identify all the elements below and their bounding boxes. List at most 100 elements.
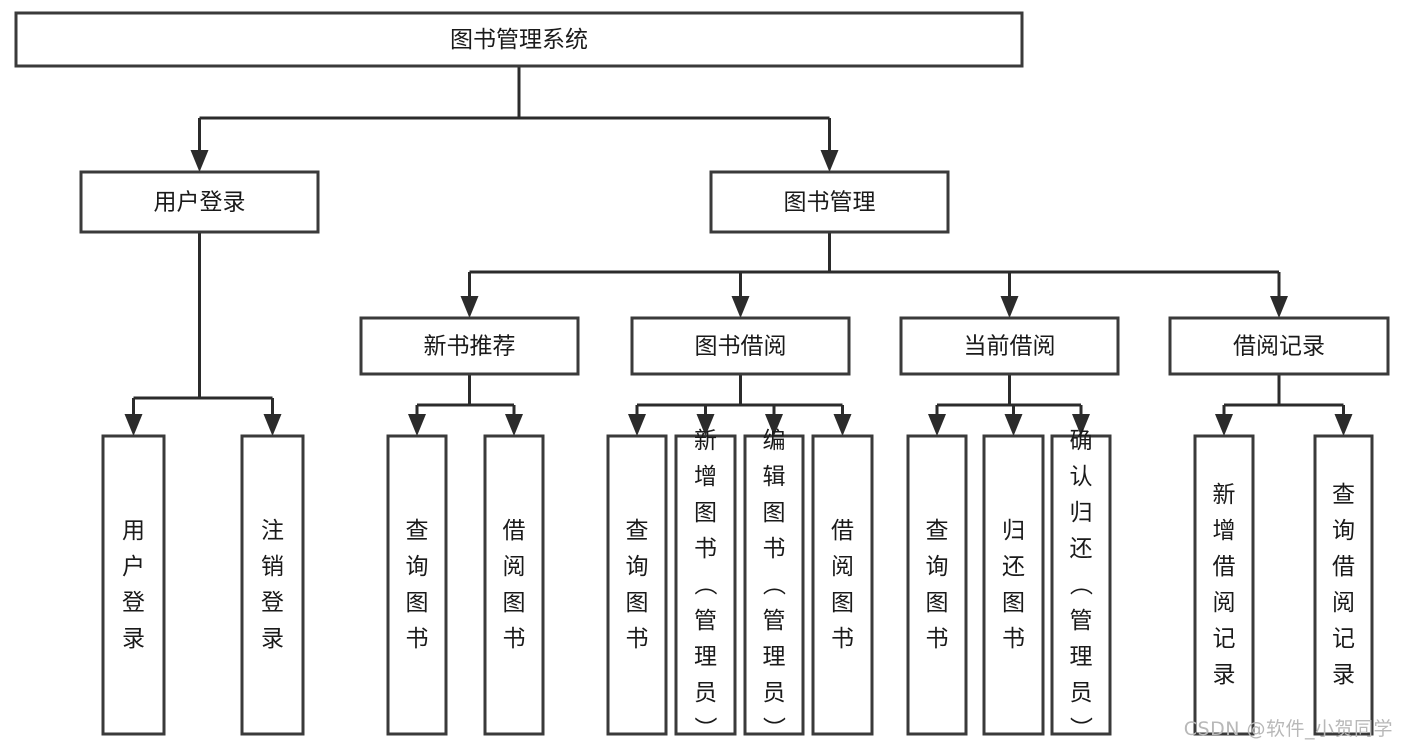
leaf-label-char: 用	[122, 518, 145, 544]
node-box[interactable]	[811, 434, 874, 736]
leaf-label-char: 阅	[503, 554, 526, 580]
leaf-label-char: 借	[831, 518, 854, 544]
leaf-label-char: ）	[1067, 717, 1093, 740]
leaf-label-char: 员	[1070, 680, 1093, 706]
leaf-label-char: 书	[831, 626, 854, 652]
leaf-label-char: 图	[503, 590, 526, 616]
leaf-label-char: 阅	[1332, 590, 1355, 616]
node-box[interactable]	[79, 170, 320, 234]
leaf-label-char: 查	[926, 518, 949, 544]
node-box[interactable]	[359, 316, 580, 376]
node-layer: 图书管理系统用户登录图书管理新书推荐图书借阅当前借阅借阅记录用户登录注销登录查询…	[14, 11, 1390, 740]
node-box[interactable]	[101, 434, 166, 736]
node-box[interactable]	[982, 434, 1045, 736]
level3-node-3[interactable]: 借阅记录	[1168, 316, 1390, 376]
node-box[interactable]	[906, 434, 968, 736]
level3-node-0[interactable]: 新书推荐	[359, 316, 580, 376]
node-label: 当前借阅	[964, 334, 1056, 360]
arrow-head	[263, 414, 282, 436]
arrow-head	[731, 296, 750, 318]
arrow-head	[1334, 414, 1353, 436]
leaf-label-char: 图	[694, 500, 717, 526]
leaf-label-char: 员	[763, 680, 786, 706]
leaf-label-char: 新	[1213, 482, 1236, 508]
node-box[interactable]	[674, 434, 737, 736]
arrow-head	[628, 414, 646, 436]
node-box[interactable]	[630, 316, 851, 376]
node-box[interactable]	[483, 434, 545, 736]
level3-node-2[interactable]: 当前借阅	[899, 316, 1120, 376]
leaf-label-char: 确	[1070, 428, 1093, 454]
leaf-label-char: 借	[1332, 554, 1355, 580]
leaf-label-char: 书	[406, 626, 429, 652]
leaf-label-char: 书	[763, 536, 786, 562]
leaf-label-char: 归	[1002, 518, 1025, 544]
leaf-label-char: 管	[694, 608, 717, 634]
leaf-label-char: 阅	[1213, 590, 1236, 616]
node-box[interactable]	[743, 434, 805, 736]
level2-node-1[interactable]: 图书管理	[709, 170, 950, 234]
leaf-label-char: 记	[1332, 626, 1355, 652]
node-box[interactable]	[1168, 316, 1390, 376]
leaf-label-char: 登	[122, 590, 145, 616]
leaf-label-char: 查	[626, 518, 649, 544]
leaf-label-char: 管	[1070, 608, 1093, 634]
leaf-label-char: 还	[1070, 536, 1093, 562]
edge-layer	[124, 66, 1353, 436]
leaf-label-char: 图	[926, 590, 949, 616]
leaf-label-char: 增	[1213, 518, 1236, 544]
leaf-label-char: 员	[694, 680, 717, 706]
leaf-label-char: 书	[626, 626, 649, 652]
leaf-label-char: 查	[406, 518, 429, 544]
node-box[interactable]	[606, 434, 668, 736]
arrow-head	[820, 150, 839, 172]
node-box[interactable]	[386, 434, 448, 736]
arrow-head	[833, 414, 852, 436]
node-label: 图书借阅	[695, 334, 787, 360]
node-label: 用户登录	[154, 190, 246, 216]
leaf-label-char: 记	[1213, 626, 1236, 652]
node-box[interactable]	[709, 170, 950, 234]
node-box[interactable]	[1193, 434, 1255, 736]
node-box[interactable]	[240, 434, 305, 736]
leaf-label-char: 询	[406, 554, 429, 580]
node-box[interactable]	[1313, 434, 1374, 736]
level3-node-1[interactable]: 图书借阅	[630, 316, 851, 376]
leaf-label-char: 管	[763, 608, 786, 634]
node-box[interactable]	[899, 316, 1120, 376]
node-label: 图书管理	[784, 190, 876, 216]
leaf-label-char: 阅	[831, 554, 854, 580]
leaf-label-char: 询	[1332, 518, 1355, 544]
node-box[interactable]	[1050, 434, 1112, 736]
level2-node-0[interactable]: 用户登录	[79, 170, 320, 234]
leaf-label-char: 辑	[763, 464, 786, 490]
node-label: 新书推荐	[424, 334, 516, 360]
leaf-label-char: 书	[1002, 626, 1025, 652]
arrow-head	[408, 414, 426, 436]
leaf-label-char: 录	[261, 626, 284, 652]
leaf-label-char: 查	[1332, 482, 1355, 508]
leaf-label-char: 还	[1002, 554, 1025, 580]
leaf-label-char: 认	[1070, 464, 1093, 490]
leaf-label-char: 录	[122, 626, 145, 652]
leaf-node-0[interactable]: 用户登录	[101, 434, 166, 736]
arrow-head	[1215, 414, 1233, 436]
node-box[interactable]	[14, 11, 1024, 68]
root-node-system[interactable]: 图书管理系统	[14, 11, 1024, 68]
arrow-head	[765, 414, 783, 436]
node-label: 图书管理系统	[450, 27, 588, 53]
leaf-label-char: 理	[1070, 644, 1093, 670]
